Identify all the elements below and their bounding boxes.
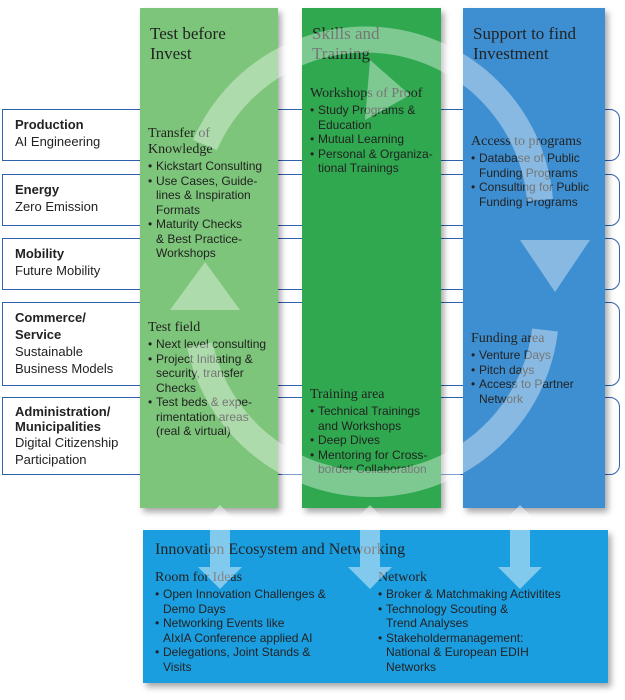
block-network: Network Broker & Matchmaking Activitites… [378, 570, 561, 674]
block-heading: Transfer of Knowledge [148, 126, 213, 157]
list-item: Networking Events like AIxIA Conference … [155, 616, 326, 645]
list-item: Access to Partner Network [471, 377, 574, 406]
column-title: Skills and Training [312, 24, 380, 63]
list-item: Mutual Learning [310, 132, 433, 147]
row-subtitle: AI Engineering [15, 134, 101, 149]
block-heading: Workshops of Proof [310, 86, 423, 101]
block-test-field: Test field Next level consulting Project… [148, 320, 266, 439]
row-title: Commerce/ Service [15, 310, 86, 342]
block-transfer-of-knowledge: Transfer of Knowledge Kickstart Consulti… [148, 126, 262, 261]
block-list: Database of Public Funding Programs Cons… [471, 151, 589, 209]
column-support-to-find-investment: Support to find Investment Access to pro… [463, 8, 605, 508]
list-item: Broker & Matchmaking Activitites [378, 587, 561, 602]
block-list: Venture Days Pitch days Access to Partne… [471, 348, 574, 406]
block-heading: Access to programs [471, 134, 582, 149]
column-test-before-invest: Test before Invest Transfer of Knowledge… [140, 8, 278, 508]
block-heading: Training area [310, 387, 385, 402]
block-training-area: Training area Technical Trainings and Wo… [310, 387, 427, 477]
row-subtitle: Future Mobility [15, 263, 101, 278]
row-title: Mobility [15, 246, 65, 261]
list-item: Kickstart Consulting [148, 159, 262, 174]
block-list: Kickstart Consulting Use Cases, Guide- l… [148, 159, 262, 261]
list-item: Mentoring for Cross- border Collaboratio… [310, 448, 427, 477]
list-item: Pitch days [471, 363, 574, 378]
column-title: Test before Invest [150, 24, 226, 63]
list-item: Personal & Organiza- tional Trainings [310, 147, 433, 176]
list-item: Next level consulting [148, 337, 266, 352]
ecosystem-title: Innovation Ecosystem and Networking [155, 541, 406, 558]
block-heading: Room for Ideas [155, 570, 243, 585]
block-list: Technical Trainings and Workshops Deep D… [310, 404, 427, 477]
list-item: Stakeholdermanagement: National & Europe… [378, 631, 561, 675]
list-item: Use Cases, Guide- lines & Inspiration Fo… [148, 174, 262, 218]
list-item: Venture Days [471, 348, 574, 363]
block-heading: Funding area [471, 331, 545, 346]
list-item: Consulting for Public Funding Programs [471, 180, 589, 209]
block-workshops-of-proof: Workshops of Proof Study Programs & Educ… [310, 86, 433, 176]
row-title: Energy [15, 182, 60, 197]
list-item: Maturity Checks & Best Practice- Worksho… [148, 217, 262, 261]
block-list: Broker & Matchmaking Activitites Technol… [378, 587, 561, 674]
block-funding-area: Funding area Venture Days Pitch days Acc… [471, 331, 574, 406]
block-heading: Network [378, 570, 427, 585]
innovation-ecosystem-box: Innovation Ecosystem and Networking Room… [143, 530, 608, 683]
list-item: Deep Dives [310, 433, 427, 448]
block-room-for-ideas: Room for Ideas Open Innovation Challenge… [155, 570, 326, 674]
list-item: Project Initiating & security, transfer … [148, 352, 266, 396]
list-item: Test beds & expe- rimentation areas (rea… [148, 395, 266, 439]
row-title: Production [15, 117, 84, 132]
list-item: Technical Trainings and Workshops [310, 404, 427, 433]
row-subtitle: Sustainable Business Models [15, 344, 114, 376]
column-skills-and-training: Skills and Training Workshops of Proof S… [302, 8, 441, 508]
list-item: Database of Public Funding Programs [471, 151, 589, 180]
block-list: Open Innovation Challenges & Demo Days N… [155, 587, 326, 674]
list-item: Study Programs & Education [310, 103, 433, 132]
block-list: Next level consulting Project Initiating… [148, 337, 266, 439]
row-subtitle: Zero Emission [15, 199, 99, 214]
list-item: Delegations, Joint Stands & Visits [155, 645, 326, 674]
list-item: Open Innovation Challenges & Demo Days [155, 587, 326, 616]
row-title: Administration/ Municipalities [15, 404, 111, 434]
block-access-to-programs: Access to programs Database of Public Fu… [471, 134, 589, 209]
column-title: Support to find Investment [473, 24, 576, 63]
row-subtitle: Digital Citizenship Participation [15, 435, 119, 467]
block-heading: Test field [148, 320, 201, 335]
block-list: Study Programs & Education Mutual Learni… [310, 103, 433, 176]
list-item: Technology Scouting & Trend Analyses [378, 602, 561, 631]
